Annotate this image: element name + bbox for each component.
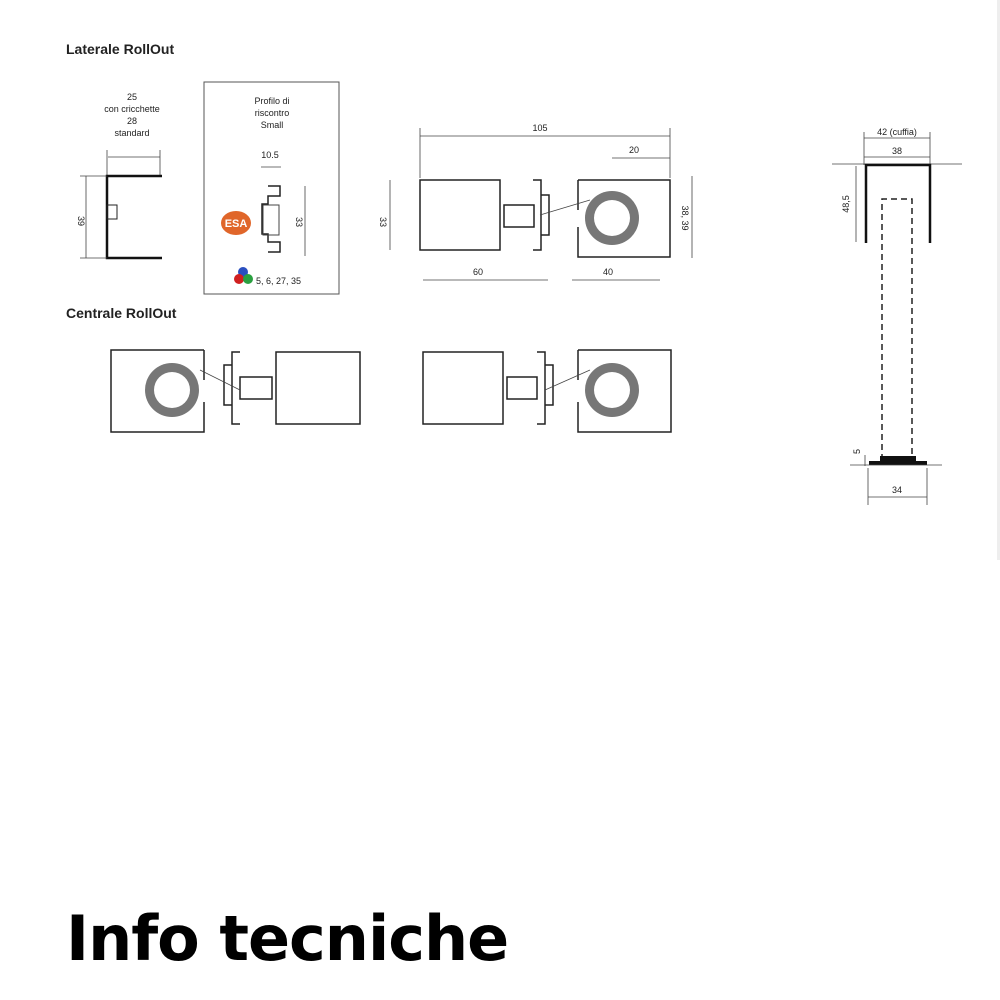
assembly-centrale-right: [422, 349, 672, 433]
counter-profile-box: Profilo di riscontro Small 10.5 33 ESA 5…: [203, 81, 340, 295]
dim-height: 48,5: [841, 195, 851, 213]
dim-base-height: 5: [852, 449, 862, 454]
color-codes: 5, 6, 27, 35: [256, 276, 301, 286]
assembly-laterale: 105 20 33 38, 39 60 40: [378, 123, 693, 281]
heading-laterale: Laterale RollOut: [66, 41, 174, 57]
dim-base-width: 34: [892, 485, 902, 495]
color-dots-icon: [234, 267, 253, 284]
dim-right-height: 38, 39: [680, 205, 690, 230]
title-line2: riscontro: [255, 108, 290, 118]
dim-width-top: 25: [127, 92, 137, 102]
dim-right-width: 40: [603, 267, 613, 277]
dim-right-top: 20: [629, 145, 639, 155]
page-title: Info tecniche: [66, 902, 509, 975]
dim-left-width: 60: [473, 267, 483, 277]
side-profile: 25 con cricchette 28 standard 39: [76, 92, 162, 260]
dim-width: 10.5: [261, 150, 279, 160]
page-edge: [997, 0, 1000, 560]
section-view: 42 (cuffia) 38 48,5 5 34: [832, 127, 962, 505]
esa-badge-text: ESA: [225, 218, 248, 230]
dim-left-height: 33: [378, 217, 388, 227]
title-line3: Small: [261, 120, 284, 130]
dim-inner-width: 38: [892, 146, 902, 156]
dim-height: 39: [76, 216, 86, 226]
dim-cap-width: 42 (cuffia): [877, 127, 917, 137]
assembly-centrale-left: [110, 349, 361, 433]
dim-width-note1: con cricchette: [104, 104, 160, 114]
dim-width-alt: 28: [127, 116, 137, 126]
dim-width-note2: standard: [114, 128, 149, 138]
title-line1: Profilo di: [254, 96, 289, 106]
esa-badge: [221, 211, 251, 235]
dim-height: 33: [294, 217, 304, 227]
heading-centrale: Centrale RollOut: [66, 305, 177, 321]
dim-total: 105: [532, 123, 547, 133]
